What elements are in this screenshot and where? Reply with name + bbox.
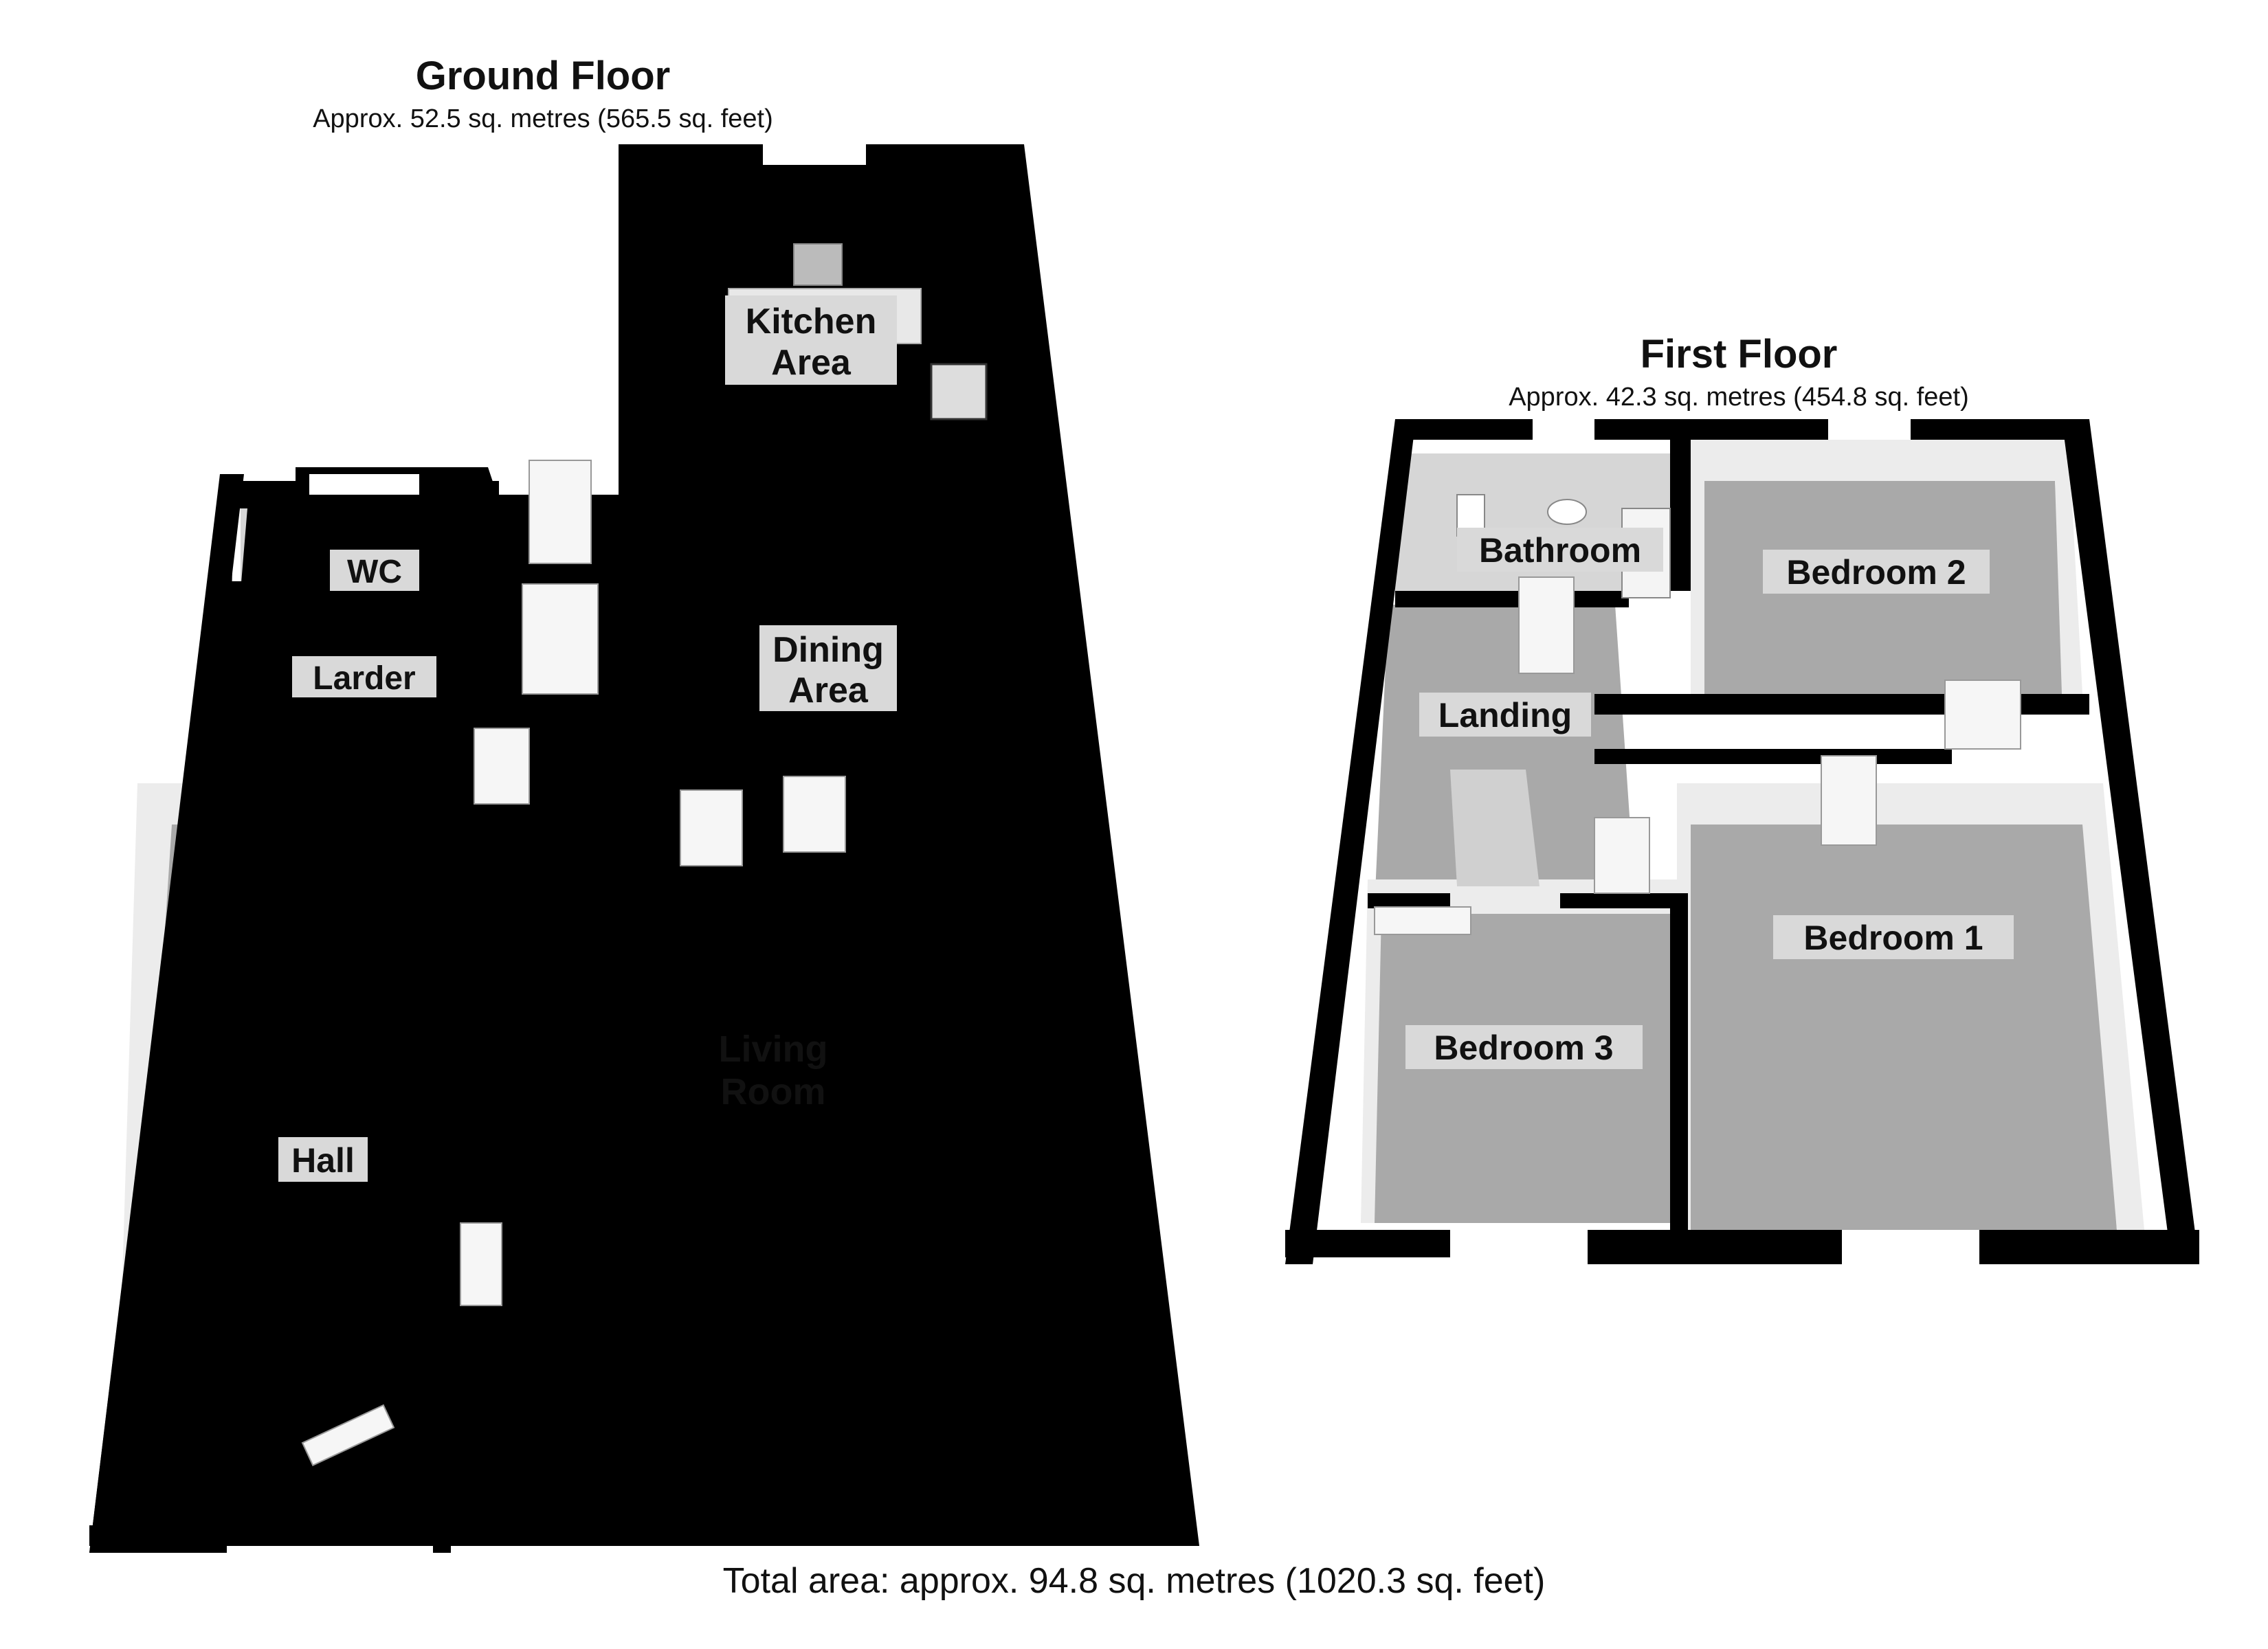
bathroom-bedroom2-partition [1670,419,1691,591]
wc-label: WC [347,554,402,590]
first-floor-area: Approx. 42.3 sq. metres (454.8 sq. feet) [1509,383,1969,412]
bottom-wall [89,1525,1196,1546]
bedroom1-bedroom3-partition [1670,893,1688,1257]
bedroom1-floor [1691,824,2117,1230]
first-floor-plan [1285,419,2199,1264]
dining-door [522,583,599,695]
ground-floor-area: Approx. 52.5 sq. metres (565.5 sq. feet) [313,104,773,133]
landing-floor [1375,605,1636,907]
living-room-double-door-right [783,776,846,853]
larder-label: Larder [313,660,415,697]
living-room-top-wall [465,818,678,834]
hall-label: Hall [291,1141,355,1180]
living-room-label-line2: Room [721,1071,826,1112]
kitchen-sink [793,243,843,286]
hall-living-partition [465,818,482,1244]
kitchen-back-door [529,460,592,564]
first-floor-title: First Floor [1641,332,1838,377]
hall-living-partition-lower [433,1347,451,1553]
kitchen-hob [930,363,988,420]
kitchen-label-line1: Kitchen [746,302,877,341]
first-floor-south-wall-mid [1588,1230,1842,1264]
hall-label-bg [278,1137,368,1182]
landing-label-bg [1419,693,1591,737]
first-floor-north-wall-mid [1594,419,1828,440]
larder-right-wall [481,481,499,687]
bedroom1-label-bg [1773,915,2014,959]
bedroom3-label: Bedroom 3 [1434,1029,1613,1067]
dining-label-line2: Area [788,671,869,710]
bedroom3-label-bg [1405,1025,1643,1069]
bedroom1-wall-face [1677,783,2144,1230]
first-floor-south-wall-left [1285,1230,1450,1257]
bedroom1-label: Bedroom 1 [1803,919,1983,957]
kitchen-left-wall [619,144,646,508]
bedroom1-door [1821,755,1877,846]
dining-label-bg [759,625,897,711]
kitchen-label-bg [725,295,897,385]
bedroom3-north-wall [1368,893,1450,908]
living-room-top-wall-right [873,818,1038,834]
kitchen-label-line2: Area [771,343,852,383]
front-door [301,1404,395,1466]
larder-label-bg [292,656,436,697]
kitchen-dining-wall-right [914,481,935,591]
ground-floor-east-wall [1000,144,1199,1546]
living-room-label-line1: Living [719,1029,828,1070]
first-floor-north-wall-right [1911,419,2069,440]
total-area: Total area: approx. 94.8 sq. metres (102… [723,1561,1546,1601]
ground-floor-west-wall [89,474,244,1553]
bedroom3-wardrobe-door [1374,906,1471,935]
bedroom3-north-wall-right [1560,893,1684,908]
bedroom2-door [1944,680,2021,750]
first-floor-west-wall [1285,419,1416,1264]
first-floor-east-wall [2062,419,2199,1264]
hall-dining-door [474,728,530,805]
bedroom1-north-wall [1594,749,1952,764]
landing-stairs [1450,770,1539,886]
first-floor-north-wall-left [1395,419,1533,440]
bathroom-door [1518,576,1575,674]
hall-wall-face [117,783,227,1457]
bathroom-label: Bathroom [1479,531,1641,570]
bathroom-basin [1547,499,1587,525]
ground-floor-plan [89,144,1199,1553]
bedroom2-wall-face [1691,440,2082,694]
bathroom-landing-wall [1395,591,1629,607]
bedroom3-door [1594,817,1650,894]
bedroom2-label-bg [1763,550,1990,594]
landing-label: Landing [1438,696,1572,734]
ground-floor-title: Ground Floor [416,54,671,98]
dining-label-line1: Dining [772,630,884,670]
bedroom2-label: Bedroom 2 [1786,553,1966,592]
first-floor-south-wall-right [1979,1230,2199,1264]
living-room-double-door-left [680,789,743,866]
bathroom-label-bg [1457,528,1663,572]
wc-label-bg [330,550,419,591]
living-room-side-door [460,1222,502,1306]
kitchen-dining-wall-left [619,481,646,591]
